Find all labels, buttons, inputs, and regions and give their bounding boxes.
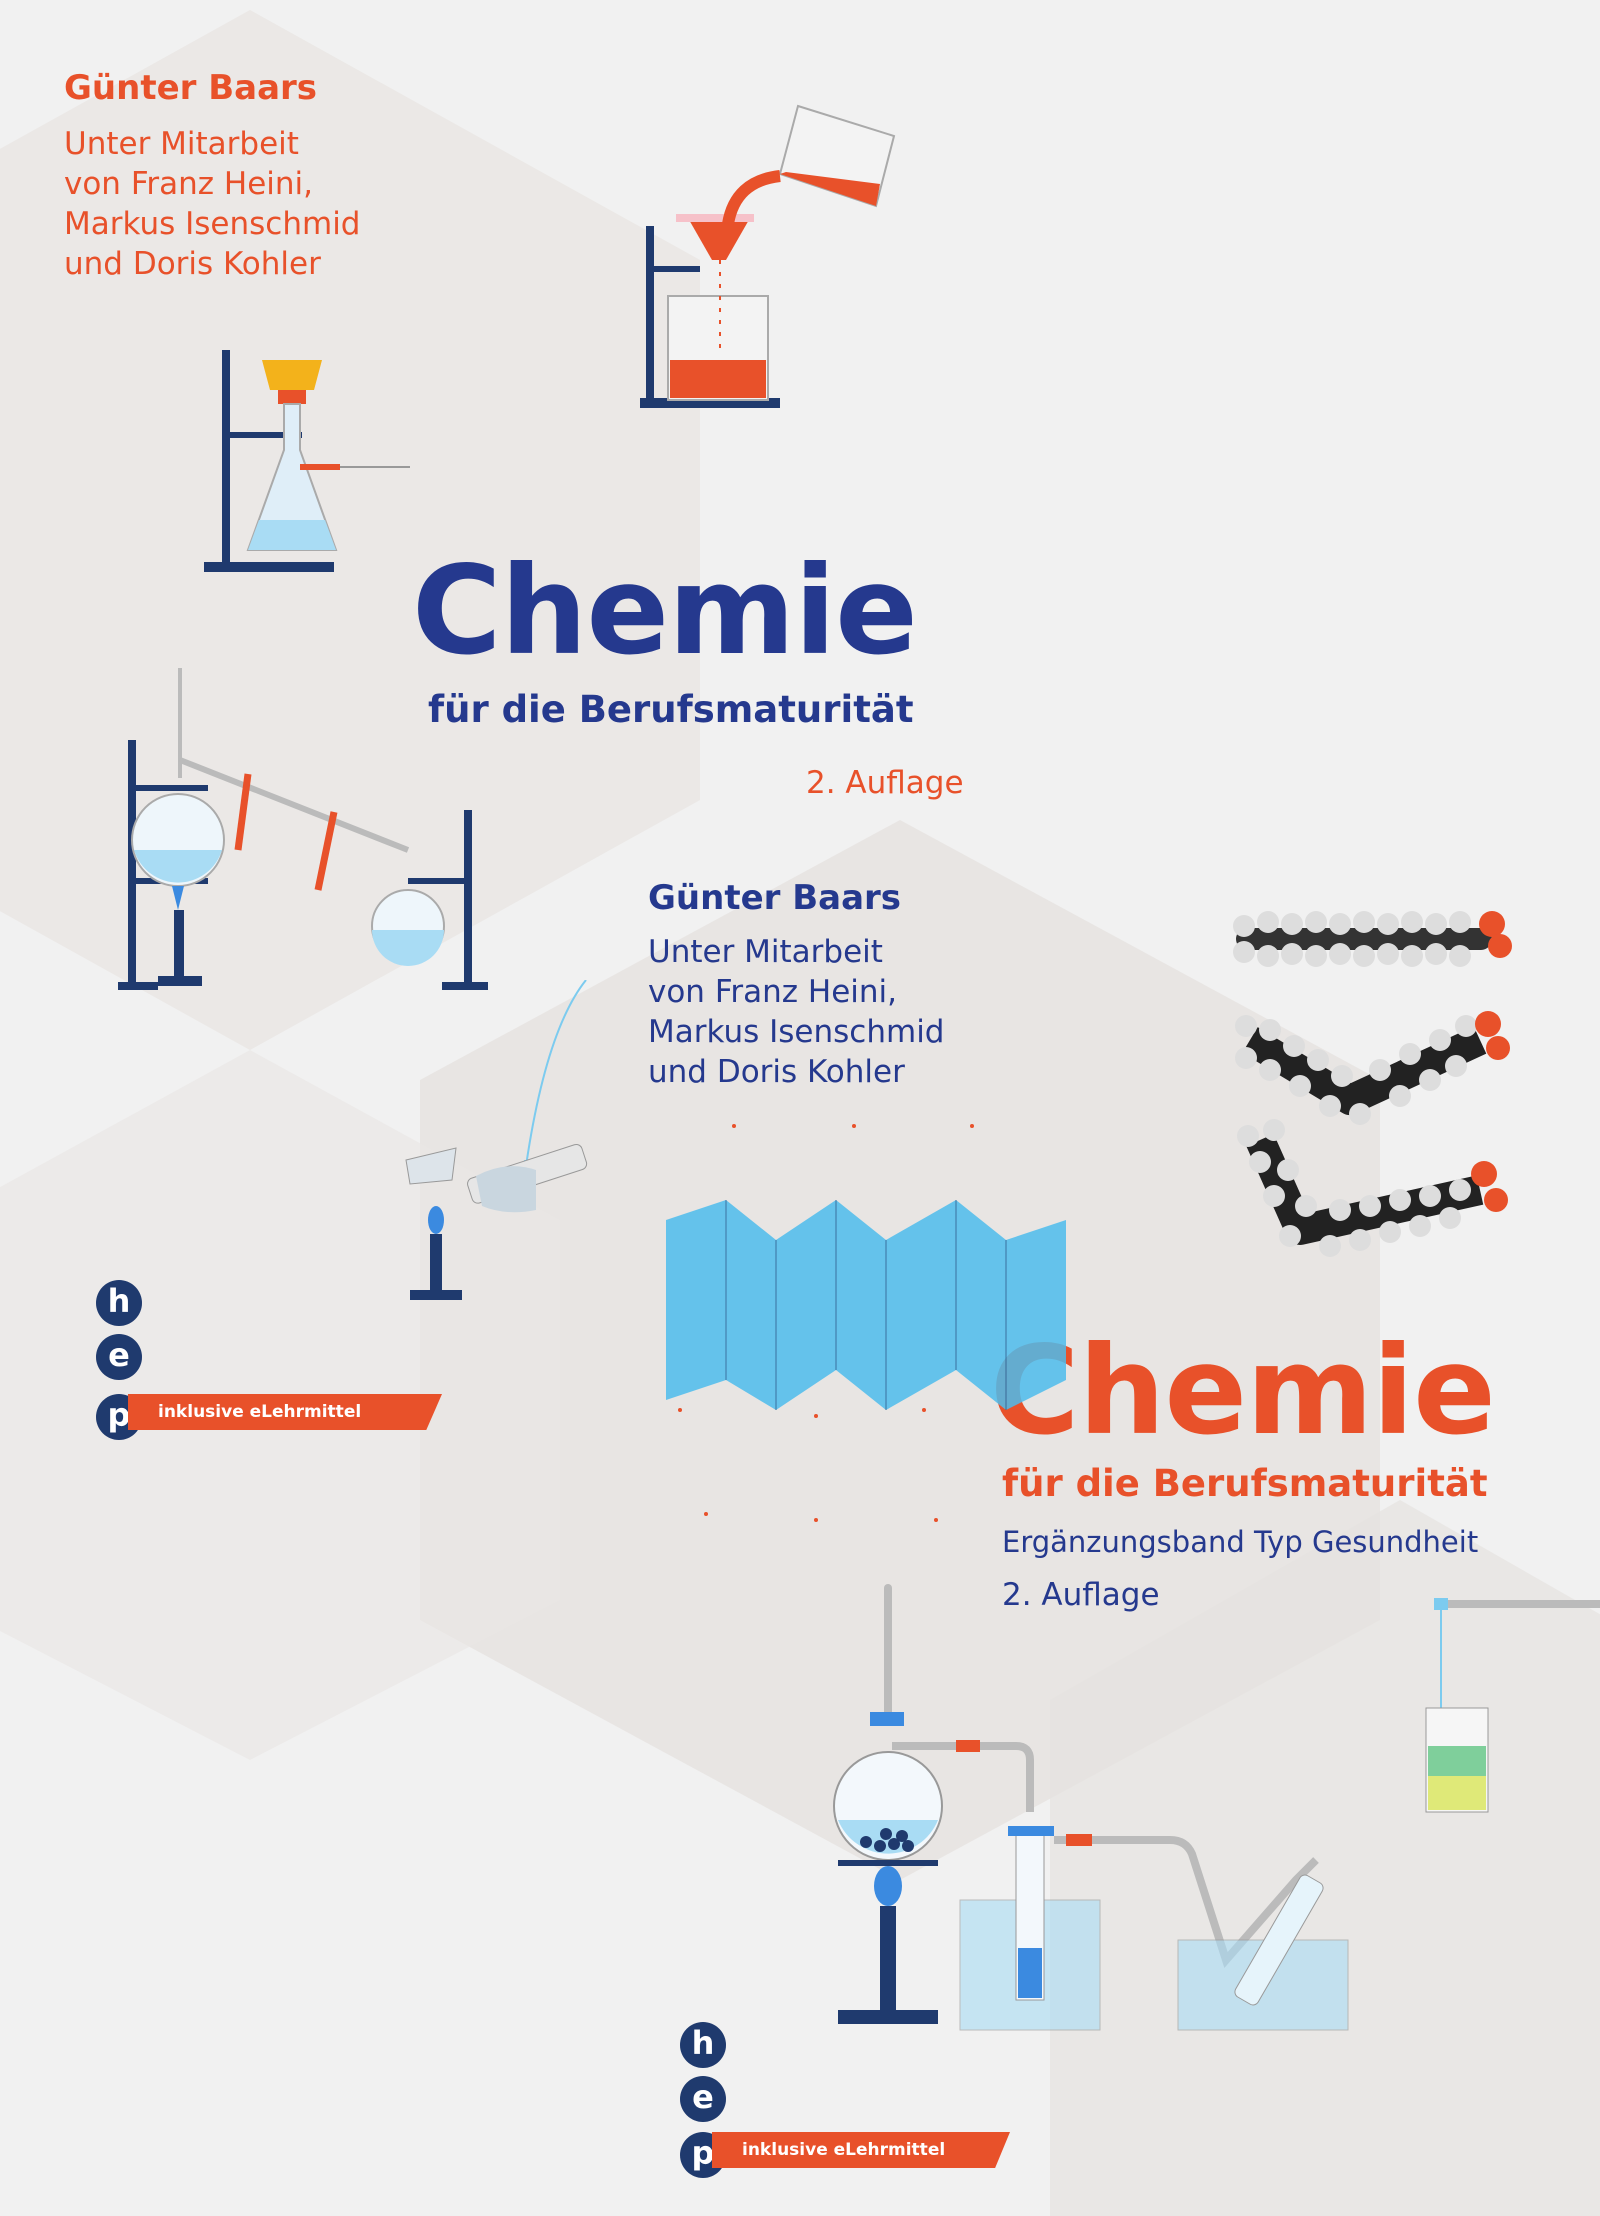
- distillation-apparatus-icon: [118, 668, 488, 990]
- collaborator-line: Unter Mitarbeit: [64, 126, 299, 162]
- collaborator-line: Markus Isenschmid: [648, 1014, 945, 1050]
- hep-logo-e: e: [680, 2076, 726, 2122]
- book2-supplement: Ergänzungsband Typ Gesundheit: [1002, 1525, 1479, 1559]
- molecule-chains-icon: [1233, 911, 1512, 1257]
- collaborator-line: Markus Isenschmid: [64, 206, 361, 242]
- hep-logo-e: e: [96, 1334, 142, 1380]
- small-beaker-icon: [1425, 1598, 1600, 1813]
- gas-apparatus-icon: [833, 1584, 1349, 2031]
- book2-subtitle: für die Berufsmaturität: [1002, 1462, 1488, 1505]
- filter-flask-icon: [204, 350, 410, 572]
- pouring-beaker-icon: [640, 104, 896, 408]
- collaborator-line: und Doris Kohler: [64, 246, 321, 282]
- collaborator-line: und Doris Kohler: [648, 1054, 905, 1090]
- book1-title: Chemie: [412, 540, 918, 682]
- collaborator-line: von Franz Heini,: [64, 166, 314, 202]
- elehrmittel-badge: inklusive eLehrmittel: [128, 1394, 442, 1430]
- hep-logo-p: p: [680, 2132, 726, 2178]
- book1-subtitle: für die Berufsmaturität: [428, 688, 914, 731]
- book1-collaborators: Unter Mitarbeit von Franz Heini, Markus …: [64, 124, 360, 284]
- bunsen-burner-icon: [405, 980, 588, 1300]
- protein-sheet-icon: [666, 1124, 1066, 1522]
- book2-edition: 2. Auflage: [1002, 1577, 1160, 1613]
- book2-collaborators: Unter Mitarbeit von Franz Heini, Markus …: [648, 932, 944, 1092]
- book2-author: Günter Baars: [648, 878, 902, 918]
- book1-edition: 2. Auflage: [806, 765, 964, 801]
- book1-author: Günter Baars: [64, 68, 318, 108]
- elehrmittel-badge: inklusive eLehrmittel: [712, 2132, 1010, 2168]
- collaborator-line: von Franz Heini,: [648, 974, 898, 1010]
- hep-logo-h: h: [680, 2022, 726, 2068]
- book2-title: Chemie: [990, 1320, 1496, 1462]
- hep-logo-h: h: [96, 1280, 142, 1326]
- collaborator-line: Unter Mitarbeit: [648, 934, 883, 970]
